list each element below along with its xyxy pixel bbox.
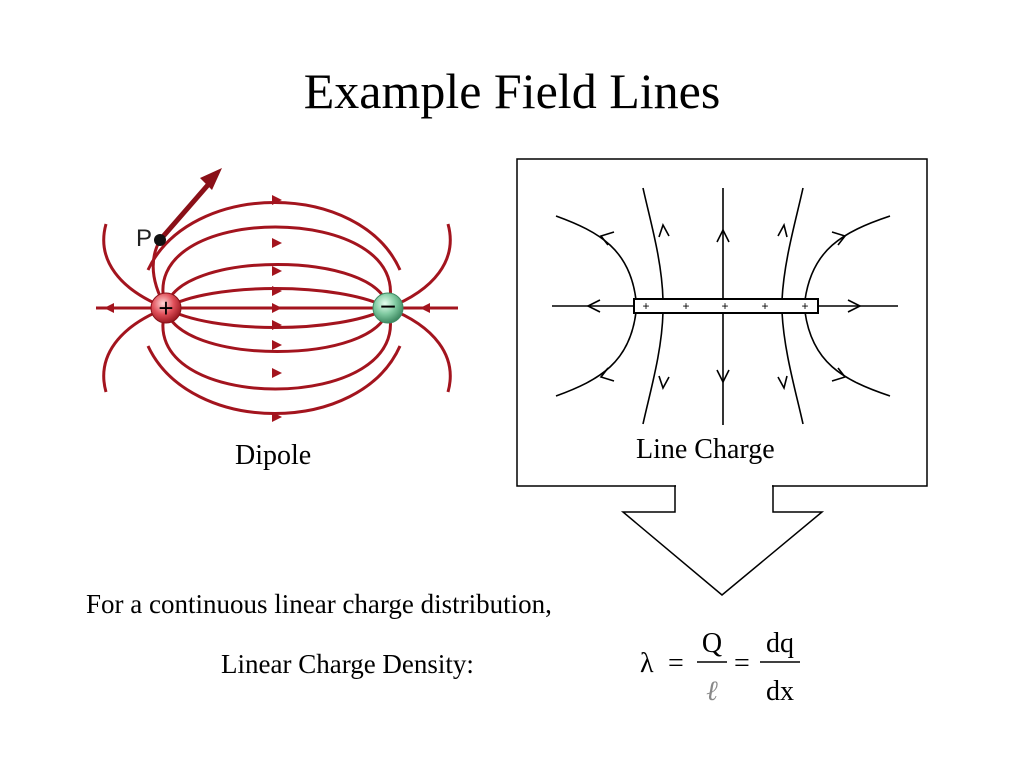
line-charge-arrowhead <box>599 367 615 382</box>
slide-title: Example Field Lines <box>303 63 721 119</box>
dipole-arrowhead <box>272 266 282 276</box>
dipole-arrowhead <box>272 303 282 313</box>
positive-charge <box>150 292 182 324</box>
line-charge-field-line <box>642 311 664 425</box>
point-p-label: P <box>136 225 152 252</box>
line-charge-arrowhead <box>831 367 847 382</box>
line-charge-arrowhead <box>716 369 730 384</box>
line-charge-field-line <box>781 311 804 425</box>
formula-numerator-dq: dq <box>766 628 794 659</box>
body-text-line-2: Linear Charge Density: <box>221 649 474 679</box>
line-charge-frame <box>516 158 928 487</box>
dipole-arrowhead <box>104 303 114 313</box>
dipole-field-line <box>146 201 402 271</box>
line-charge-arrowhead <box>777 222 788 238</box>
dipole-field-line <box>102 306 167 393</box>
dipole-arrowhead <box>272 286 282 296</box>
line-charge-field-line <box>804 311 891 397</box>
line-charge-caption: Line Charge <box>636 434 775 465</box>
body-text-line-1: For a continuous linear charge distribut… <box>86 589 552 619</box>
negative-charge <box>372 292 404 324</box>
field-vector-arrowhead <box>200 168 222 190</box>
line-charge-arrowhead <box>586 299 601 313</box>
rod-charge-symbol: + <box>761 299 768 313</box>
line-charge-arrowhead <box>831 231 847 246</box>
positive-charge-symbol: + <box>158 293 173 323</box>
formula-equals-1: = <box>668 648 684 679</box>
formula-denominator-l: ℓ <box>706 676 718 707</box>
dipole-field-line <box>161 307 392 391</box>
line-charge-arrowhead <box>658 223 670 238</box>
dipole-field-line <box>387 223 452 310</box>
dipole-arrowhead <box>272 340 282 350</box>
line-charge-field-line <box>804 215 891 301</box>
dipole-caption: Dipole <box>235 440 312 471</box>
formula-denominator-dx: dx <box>766 676 794 707</box>
dipole-field-line <box>164 307 390 353</box>
line-charge-arrowhead <box>777 375 788 391</box>
dipole-arrowhead <box>272 320 282 330</box>
charged-rod <box>633 298 819 314</box>
field-vector-arrow <box>158 176 216 242</box>
negative-charge-symbol: − <box>380 291 396 322</box>
line-charge-field-line <box>642 187 664 301</box>
rod-charge-symbol: + <box>642 299 649 313</box>
rod-charge-symbol: + <box>682 299 689 313</box>
callout-arrow <box>620 485 825 596</box>
dipole-arrowhead <box>272 238 282 248</box>
line-charge-arrowhead <box>658 375 670 390</box>
rod-charge-symbol: + <box>801 299 808 313</box>
line-charge-field-line <box>781 187 804 301</box>
line-charge-field-line <box>555 215 637 301</box>
dipole-field-line <box>161 225 392 309</box>
line-charge-arrowhead <box>847 299 862 313</box>
point-p-dot <box>154 234 166 246</box>
line-charge-arrowhead <box>716 228 730 243</box>
rod-charge-symbol: + <box>721 299 728 313</box>
formula-lambda: λ <box>640 648 654 679</box>
line-charge-arrowhead <box>599 231 615 246</box>
formula-equals-2: = <box>734 648 750 679</box>
dipole-field-line <box>164 263 390 309</box>
dipole-field-line <box>387 306 452 393</box>
dipole-arrowhead <box>420 303 430 313</box>
dipole-field-line <box>102 223 167 310</box>
formula-numerator-q: Q <box>702 628 722 659</box>
dipole-field-line <box>146 345 402 415</box>
line-charge-field-line <box>555 311 637 397</box>
dipole-arrowhead <box>272 368 282 378</box>
